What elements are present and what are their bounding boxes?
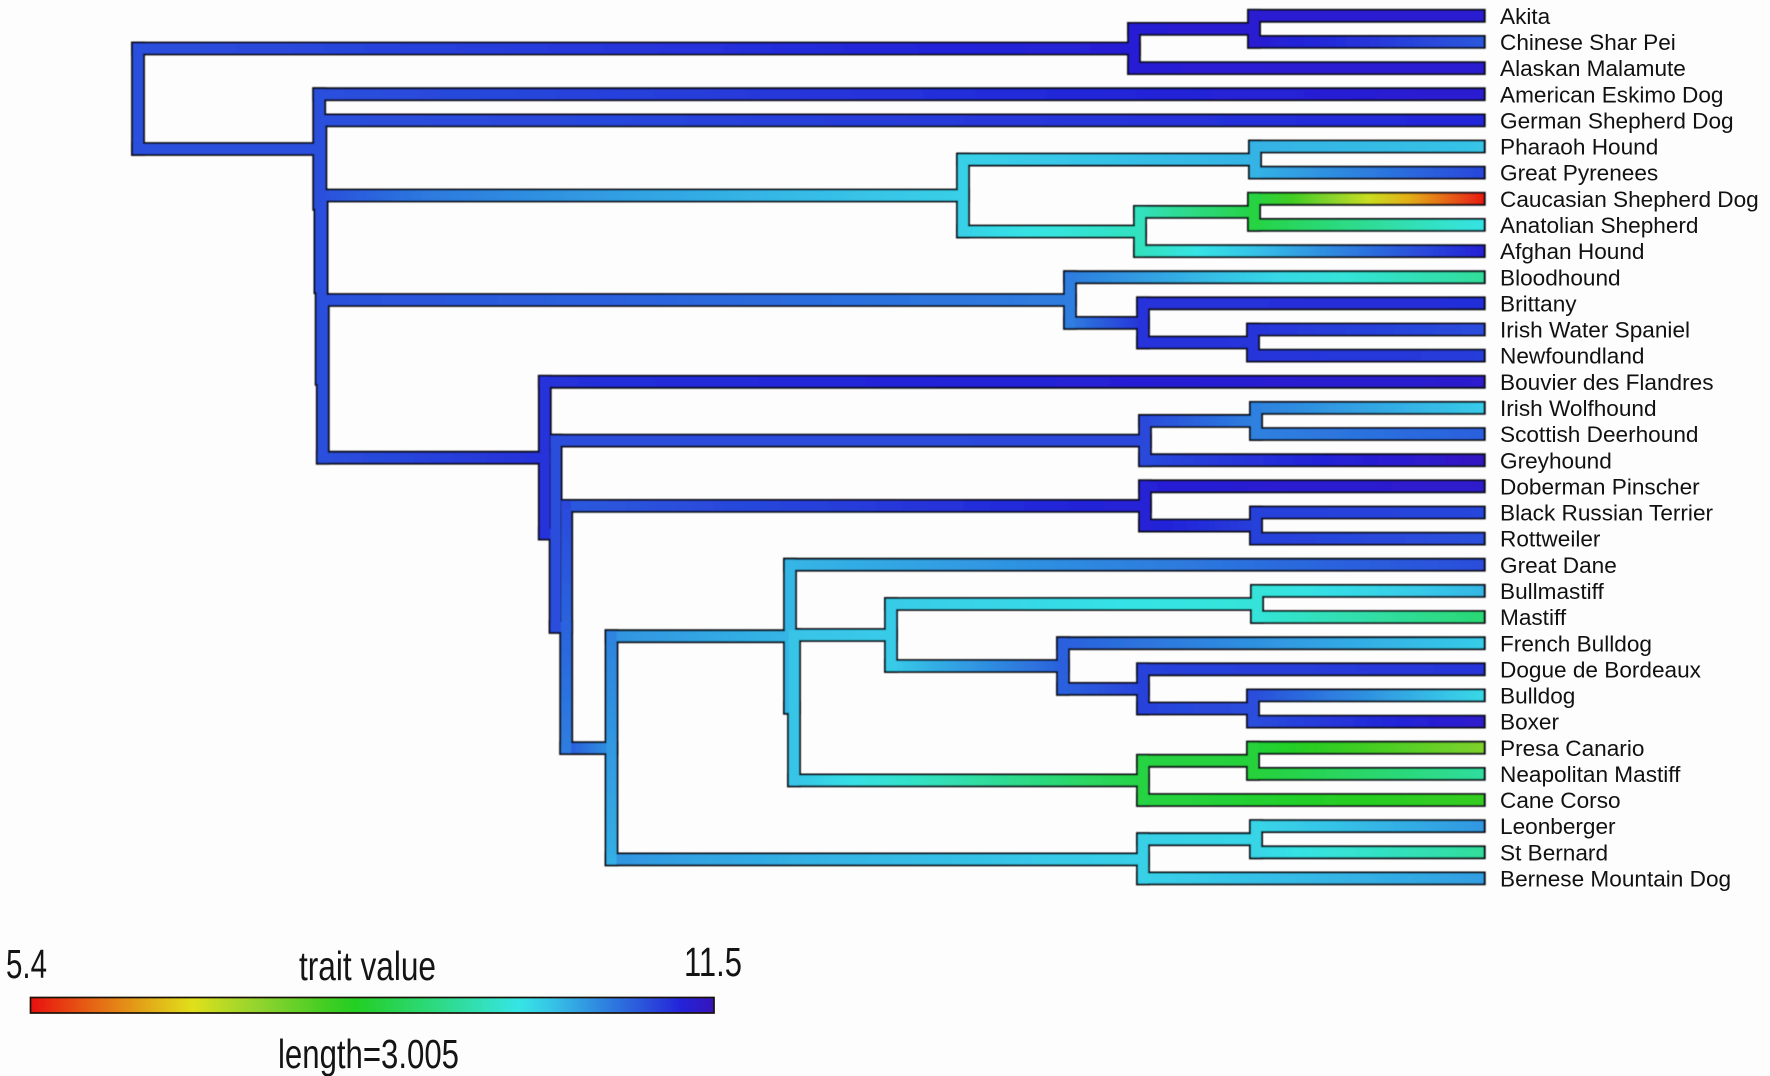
svg-text:length=3.005: length=3.005 (278, 1031, 459, 1076)
svg-text:Black Russian Terrier: Black Russian Terrier (1500, 501, 1714, 526)
svg-text:Anatolian Shepherd: Anatolian Shepherd (1500, 213, 1698, 238)
svg-text:Great Pyrenees: Great Pyrenees (1500, 161, 1658, 186)
svg-text:Neapolitan Mastiff: Neapolitan Mastiff (1500, 762, 1681, 787)
svg-text:Rottweiler: Rottweiler (1500, 527, 1601, 552)
svg-text:Mastiff: Mastiff (1500, 605, 1567, 630)
svg-text:Doberman Pinscher: Doberman Pinscher (1500, 474, 1700, 499)
svg-text:Irish Water Spaniel: Irish Water Spaniel (1500, 318, 1690, 343)
svg-text:Presa Canario: Presa Canario (1500, 736, 1644, 761)
svg-text:Great Dane: Great Dane (1500, 553, 1617, 578)
svg-text:Scottish Deerhound: Scottish Deerhound (1500, 422, 1698, 447)
svg-text:German Shepherd Dog: German Shepherd Dog (1500, 109, 1734, 134)
svg-text:Afghan Hound: Afghan Hound (1500, 239, 1644, 264)
svg-text:Caucasian Shepherd Dog: Caucasian Shepherd Dog (1500, 187, 1759, 212)
svg-text:Pharaoh Hound: Pharaoh Hound (1500, 135, 1658, 160)
svg-text:Greyhound: Greyhound (1500, 448, 1612, 473)
svg-text:Dogue de Bordeaux: Dogue de Bordeaux (1500, 657, 1702, 682)
svg-text:Irish Wolfhound: Irish Wolfhound (1500, 396, 1657, 421)
svg-text:American Eskimo Dog: American Eskimo Dog (1500, 82, 1724, 107)
svg-text:Chinese Shar Pei: Chinese Shar Pei (1500, 30, 1676, 55)
svg-text:Bloodhound: Bloodhound (1500, 265, 1621, 290)
svg-text:Boxer: Boxer (1500, 710, 1559, 735)
svg-text:Bullmastiff: Bullmastiff (1500, 579, 1605, 604)
svg-text:Bouvier des Flandres: Bouvier des Flandres (1500, 370, 1714, 395)
svg-text:French Bulldog: French Bulldog (1500, 631, 1652, 656)
svg-text:Bernese Mountain Dog: Bernese Mountain Dog (1500, 867, 1731, 892)
svg-text:trait value: trait value (299, 943, 436, 989)
svg-text:Akita: Akita (1500, 4, 1551, 29)
svg-text:11.5: 11.5 (684, 939, 742, 985)
svg-text:Brittany: Brittany (1500, 291, 1577, 316)
svg-text:Alaskan Malamute: Alaskan Malamute (1500, 56, 1686, 81)
svg-text:Bulldog: Bulldog (1500, 684, 1575, 709)
svg-text:Newfoundland: Newfoundland (1500, 344, 1644, 369)
svg-text:Leonberger: Leonberger (1500, 814, 1616, 839)
svg-text:5.4: 5.4 (6, 941, 47, 987)
svg-text:St Bernard: St Bernard (1500, 840, 1608, 865)
svg-text:Cane Corso: Cane Corso (1500, 788, 1621, 813)
